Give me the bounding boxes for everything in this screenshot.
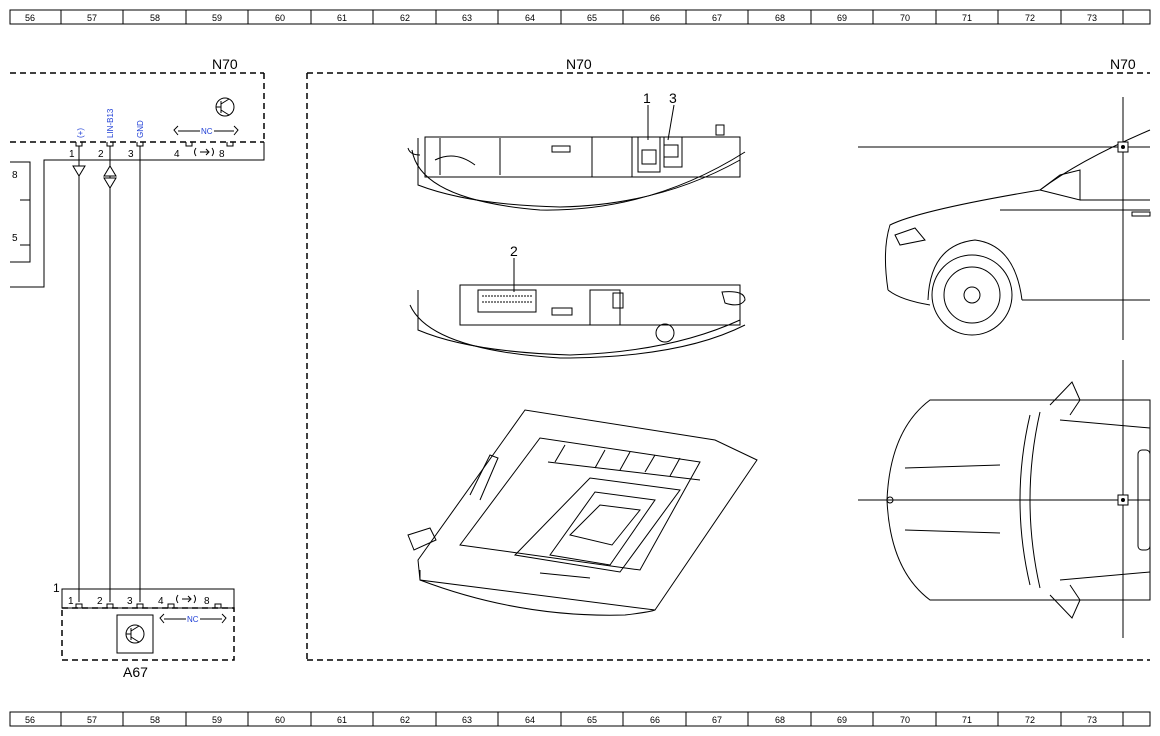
ruler-col: 65 (587, 715, 597, 725)
ruler-col: 60 (275, 13, 285, 23)
ruler-col: 59 (212, 13, 222, 23)
transistor-symbol-icon (215, 97, 235, 117)
vehicle-top-view (858, 360, 1151, 638)
left-edge-pin: 5 (12, 233, 18, 244)
fuse-symbol-icon (194, 147, 214, 157)
ruler-col: 61 (337, 715, 347, 725)
module-label-a67: A67 (123, 664, 148, 680)
ruler-col: 64 (525, 13, 535, 23)
ruler-col: 63 (462, 715, 472, 725)
pin-number: 2 (98, 149, 104, 160)
left-edge-component: 8 5 (10, 142, 265, 288)
signal-label: (+) (76, 128, 85, 138)
ruler-col: 67 (712, 715, 722, 725)
pin-number: 3 (128, 149, 134, 160)
left-edge-pin: 8 (12, 170, 18, 181)
callout-number: 1 (643, 90, 651, 106)
nc-bracket: NC (159, 613, 227, 624)
nc-label: NC (201, 127, 213, 136)
ruler-col: 64 (525, 715, 535, 725)
callout-number: 2 (510, 243, 518, 259)
ground-arrow-icon (72, 165, 86, 177)
overhead-module-view-middle: 2 (409, 243, 746, 359)
ruler-col: 61 (337, 13, 347, 23)
ruler-col: 62 (400, 13, 410, 23)
transistor-symbol-icon (125, 624, 145, 644)
ruler-col: 58 (150, 715, 160, 725)
ruler-col: 56 (25, 13, 35, 23)
ruler-col: 71 (962, 715, 972, 725)
ruler-col: 59 (212, 715, 222, 725)
ruler-col: 72 (1025, 13, 1035, 23)
ruler-col: 69 (837, 715, 847, 725)
signal-label: GND (136, 120, 145, 138)
ruler-col: 73 (1087, 715, 1097, 725)
pin-number: 8 (219, 149, 225, 160)
component-ref: 1 (53, 581, 60, 595)
n70-connector-box: N70 NC (+) LIN-B13 GND 1 (10, 56, 265, 160)
pin-number: 8 (204, 596, 210, 607)
pin-number: 4 (174, 149, 180, 160)
ruler-col: 70 (900, 715, 910, 725)
ruler-col: 56 (25, 715, 35, 725)
ruler-col: 60 (275, 715, 285, 725)
pin-number: 3 (127, 596, 133, 607)
bottom-ruler: 56 57 58 59 60 61 62 63 64 65 66 67 68 6… (9, 711, 1151, 727)
ruler-col: 57 (87, 715, 97, 725)
lin-bus-arrow-icon (103, 165, 117, 189)
ruler-col: 68 (775, 13, 785, 23)
ruler-col: 65 (587, 13, 597, 23)
nc-label: NC (187, 615, 199, 624)
module-label-n70: N70 (1110, 56, 1136, 72)
ruler-col: 68 (775, 715, 785, 725)
ruler-col: 70 (900, 13, 910, 23)
pin-number: 2 (97, 596, 103, 607)
ruler-col: 73 (1087, 13, 1097, 23)
top-ruler: 56 57 58 59 60 61 62 63 64 65 66 67 68 6… (9, 9, 1151, 25)
ruler-col: 71 (962, 13, 972, 23)
signal-label: LIN-B13 (106, 108, 115, 138)
fuse-symbol-icon (176, 594, 196, 604)
ruler-col: 58 (150, 13, 160, 23)
ruler-col: 57 (87, 13, 97, 23)
overhead-module-view-perspective (407, 409, 758, 616)
a67-connector: 1 1 2 3 4 8 (53, 581, 235, 680)
ruler-col: 72 (1025, 715, 1035, 725)
vehicle-side-view (858, 97, 1151, 340)
wires (78, 146, 141, 602)
module-label-n70: N70 (566, 56, 592, 72)
nc-bracket: NC (173, 125, 239, 136)
callout-number: 3 (669, 90, 677, 106)
ruler-col: 62 (400, 715, 410, 725)
ruler-col: 67 (712, 13, 722, 23)
pin-number: 1 (69, 149, 75, 160)
ruler-col: 66 (650, 13, 660, 23)
pin-number: 4 (158, 596, 164, 607)
module-label-n70: N70 (212, 56, 238, 72)
pin-number: 1 (68, 596, 74, 607)
ruler-col: 66 (650, 715, 660, 725)
ruler-col: 69 (837, 13, 847, 23)
overhead-module-view-top: 1 3 (407, 90, 746, 211)
ruler-col: 63 (462, 13, 472, 23)
location-view-box: N70 N70 (306, 56, 1150, 661)
